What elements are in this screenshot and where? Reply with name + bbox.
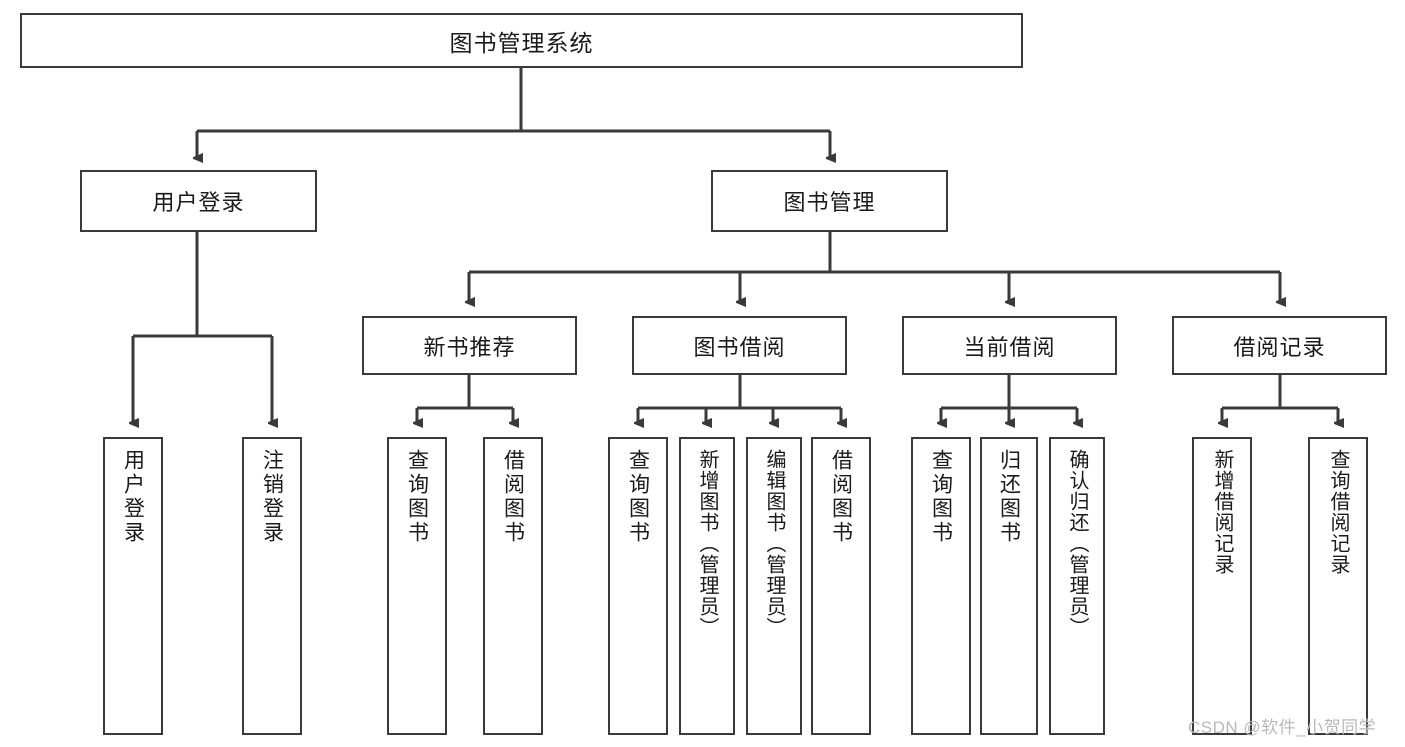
node-book-manage-label: 图书管理 xyxy=(783,190,876,215)
node-leaf-borrow-book-1[interactable]: 借阅图书 xyxy=(483,437,543,735)
node-leaf-query-book-3-label: 查询图书 xyxy=(929,449,953,545)
node-leaf-confirm-return-label: 确认归还（管理员） xyxy=(1066,449,1088,638)
node-leaf-return-book[interactable]: 归还图书 xyxy=(980,437,1038,735)
node-leaf-query-book-1[interactable]: 查询图书 xyxy=(387,437,447,735)
node-borrow-record-label: 借阅记录 xyxy=(1233,334,1326,360)
node-user-login[interactable]: 用户登录 xyxy=(80,170,317,232)
node-user-login-label: 用户登录 xyxy=(152,190,245,215)
node-borrow-record[interactable]: 借阅记录 xyxy=(1172,316,1387,375)
node-book-manage[interactable]: 图书管理 xyxy=(711,170,948,232)
node-current-borrow[interactable]: 当前借阅 xyxy=(902,316,1117,375)
node-root[interactable]: 图书管理系统 xyxy=(20,13,1023,68)
node-leaf-confirm-return[interactable]: 确认归还（管理员） xyxy=(1049,437,1105,735)
node-current-borrow-label: 当前借阅 xyxy=(963,334,1056,360)
node-leaf-edit-book-label: 编辑图书（管理员） xyxy=(763,449,785,638)
node-book-borrow[interactable]: 图书借阅 xyxy=(632,316,847,375)
node-leaf-add-book[interactable]: 新增图书（管理员） xyxy=(679,437,735,735)
node-new-book-recommend-label: 新书推荐 xyxy=(423,334,516,360)
node-leaf-query-book-1-label: 查询图书 xyxy=(405,449,429,545)
node-leaf-edit-book[interactable]: 编辑图书（管理员） xyxy=(746,437,802,735)
node-leaf-query-book-2[interactable]: 查询图书 xyxy=(608,437,668,735)
node-leaf-borrow-book-2[interactable]: 借阅图书 xyxy=(811,437,871,735)
node-book-borrow-label: 图书借阅 xyxy=(693,334,786,360)
node-leaf-add-record-label: 新增借阅记录 xyxy=(1211,449,1233,575)
node-leaf-return-book-label: 归还图书 xyxy=(997,449,1021,545)
node-leaf-query-record[interactable]: 查询借阅记录 xyxy=(1308,437,1368,735)
watermark-text: CSDN @软件_小贺同学 xyxy=(1188,718,1377,737)
node-leaf-query-book-3[interactable]: 查询图书 xyxy=(911,437,971,735)
node-leaf-add-record[interactable]: 新增借阅记录 xyxy=(1192,437,1252,735)
node-leaf-add-book-label: 新增图书（管理员） xyxy=(696,449,718,638)
node-leaf-query-book-2-label: 查询图书 xyxy=(626,449,650,545)
node-leaf-logout-label: 注销登录 xyxy=(260,449,284,545)
node-leaf-query-record-label: 查询借阅记录 xyxy=(1327,449,1349,575)
node-leaf-user-login[interactable]: 用户登录 xyxy=(103,437,163,735)
node-root-label: 图书管理系统 xyxy=(449,29,594,56)
node-leaf-logout[interactable]: 注销登录 xyxy=(242,437,302,735)
node-new-book-recommend[interactable]: 新书推荐 xyxy=(362,316,577,375)
node-leaf-borrow-book-2-label: 借阅图书 xyxy=(829,449,853,545)
node-leaf-user-login-label: 用户登录 xyxy=(121,449,145,545)
node-leaf-borrow-book-1-label: 借阅图书 xyxy=(501,449,525,545)
